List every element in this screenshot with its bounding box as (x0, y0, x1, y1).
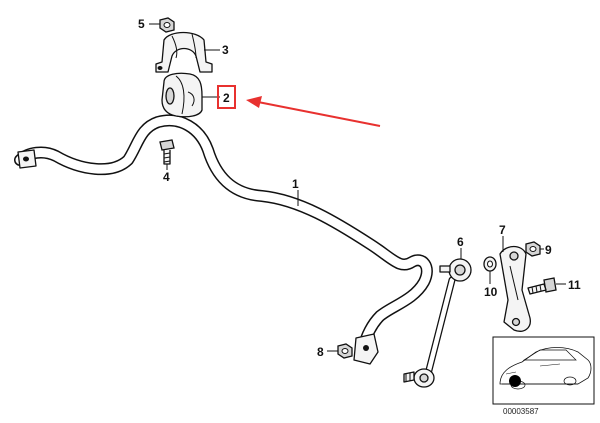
highlight-arrow-head (246, 96, 262, 108)
nut-upper (159, 17, 175, 33)
stabilizer-link (403, 258, 472, 388)
location-marker (509, 375, 521, 387)
leader-lines (149, 23, 566, 352)
support-arm (499, 245, 531, 332)
highlight-annotation (217, 85, 381, 127)
bolt-left (159, 139, 175, 165)
callout-1: 1 (292, 177, 299, 191)
bolt-right (527, 277, 557, 295)
highlight-arrow (257, 101, 381, 127)
stabilizer-bar (14, 114, 433, 365)
rubber-mounting (161, 72, 203, 118)
nut-lower (337, 343, 353, 359)
callout-10: 10 (484, 285, 498, 299)
callout-2: 2 (223, 91, 230, 105)
mounting-bracket (155, 31, 213, 73)
callout-4: 4 (163, 170, 170, 184)
vehicle-locator-inset: 00003587 (492, 336, 595, 416)
washer (483, 256, 497, 272)
callout-7: 7 (499, 223, 506, 237)
callout-9: 9 (545, 243, 552, 257)
callout-6: 6 (457, 235, 464, 249)
callout-5: 5 (138, 17, 145, 31)
callout-3: 3 (222, 43, 229, 57)
callout-8: 8 (317, 345, 324, 359)
highlight-box (217, 85, 236, 109)
reference-number: 00003587 (503, 407, 539, 416)
nut-right (525, 241, 541, 257)
callout-labels: 5 3 2 4 1 6 7 9 10 11 8 (138, 17, 581, 359)
callout-11: 11 (568, 278, 581, 292)
